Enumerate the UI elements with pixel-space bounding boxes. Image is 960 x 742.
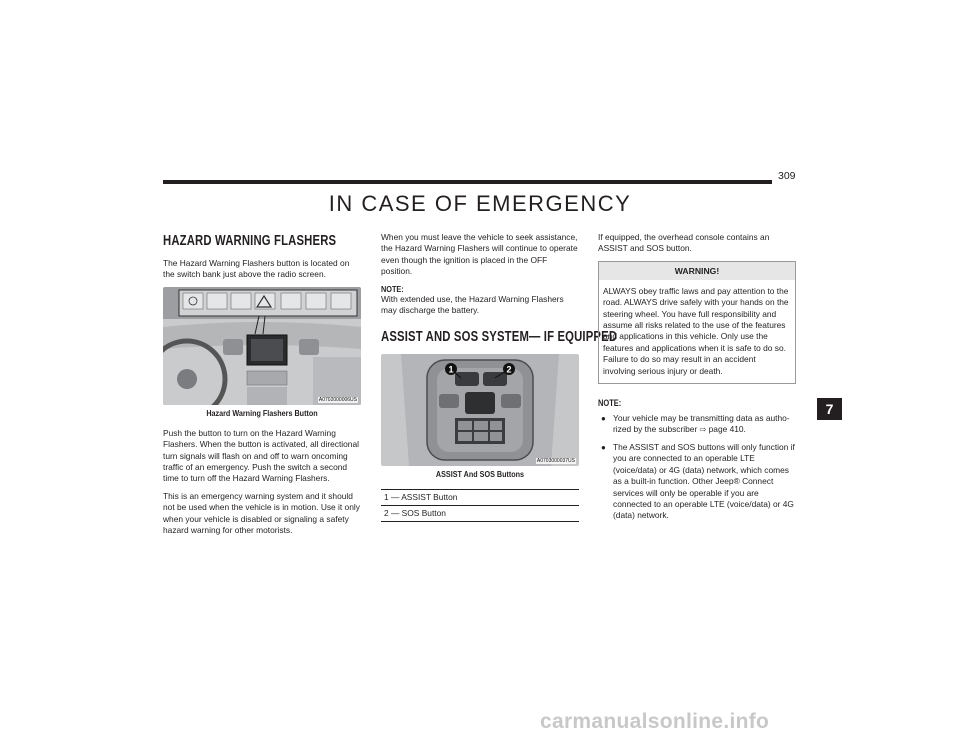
assist-intro: If equipped, the overhead console contai… [598,232,770,254]
chapter-tab: 7 [817,398,842,420]
hazard-triangle-icon [255,294,273,308]
bullet-icon: ● [601,414,606,424]
hazard-para1: Push the button to turn on the Hazard Wa… [163,427,359,484]
header-rule [163,180,772,184]
legend-row: 2 — SOS Button [381,505,579,523]
hazard-intro: The Hazard Warning Flashers button is lo… [163,258,350,280]
assist-heading: ASSIST AND SOS SYSTEM— IF EQUIPPED [381,329,618,346]
hazard-heading: HAZARD WARNING FLASHERS [163,233,337,249]
figure-code: A0703000037US [535,458,576,465]
note-item-1: ● Your vehicle may be transmitting data … [598,413,796,436]
figure-code: A0702000006US [317,396,358,403]
note-list: ● Your vehicle may be transmitting data … [598,413,796,522]
warning-title: WARNING! [599,261,795,280]
page-reference-arrow-icon: ⇨ [699,425,707,435]
assist-caption: ASSIST And SOS Buttons [435,470,525,480]
callout-2-label: 2 [506,365,511,375]
legend-item-1: 1 — ASSIST Button [381,489,579,506]
column-middle: When you must leave the vehicle to seek … [381,232,618,523]
note-item-2: ● The ASSIST and SOS buttons will only f… [598,442,796,522]
callout-legend: 1 — ASSIST Button 2 — SOS Button [381,489,579,523]
dashboard-illustration [163,286,361,405]
column-left: HAZARD WARNING FLASHERS The Hazard Warni… [163,232,361,542]
warning-box: WARNING! ALWAYS obey traffic laws and pa… [598,260,796,385]
callout-1-marker [445,363,457,376]
page-number: 309 [778,170,796,182]
watermark: carmanualsonline.info [540,710,770,733]
column-right: If equipped, the overhead console contai… [598,232,796,528]
note-item-1-text: Your vehicle may be transmitting data as… [613,413,790,435]
hazard-note-text: With extended use, the Hazard Warning Fl… [381,293,564,316]
note-item-2-text: The ASSIST and SOS buttons will only fun… [613,441,795,521]
hazard-figure: A0702000006US [163,286,361,405]
callout-1-label: 1 [448,365,453,375]
hazard-note: NOTE: With extended use, the Hazard Warn… [381,284,579,317]
legend-row: 1 — ASSIST Button [381,489,579,506]
overhead-console-illustration: 1 2 [381,354,579,467]
bullet-icon: ● [601,442,606,452]
chapter-title: IN CASE OF EMERGENCY [328,191,632,216]
hazard-para2: This is an emergency warning system and … [163,490,360,536]
legend-item-2: 2 — SOS Button [381,505,579,523]
note-label: NOTE: [381,283,404,294]
hazard-caption: Hazard Warning Flashers Button [206,408,318,418]
page-reference-link[interactable]: page 410. [708,424,746,435]
warning-text: ALWAYS obey traffic laws and pay attenti… [603,285,789,376]
callout-2-marker [503,363,515,376]
note-heading: NOTE: [598,398,622,409]
assist-figure: 1 2 A0703000037US [381,354,579,467]
hazard-para3: When you must leave the vehicle to seek … [381,232,578,277]
